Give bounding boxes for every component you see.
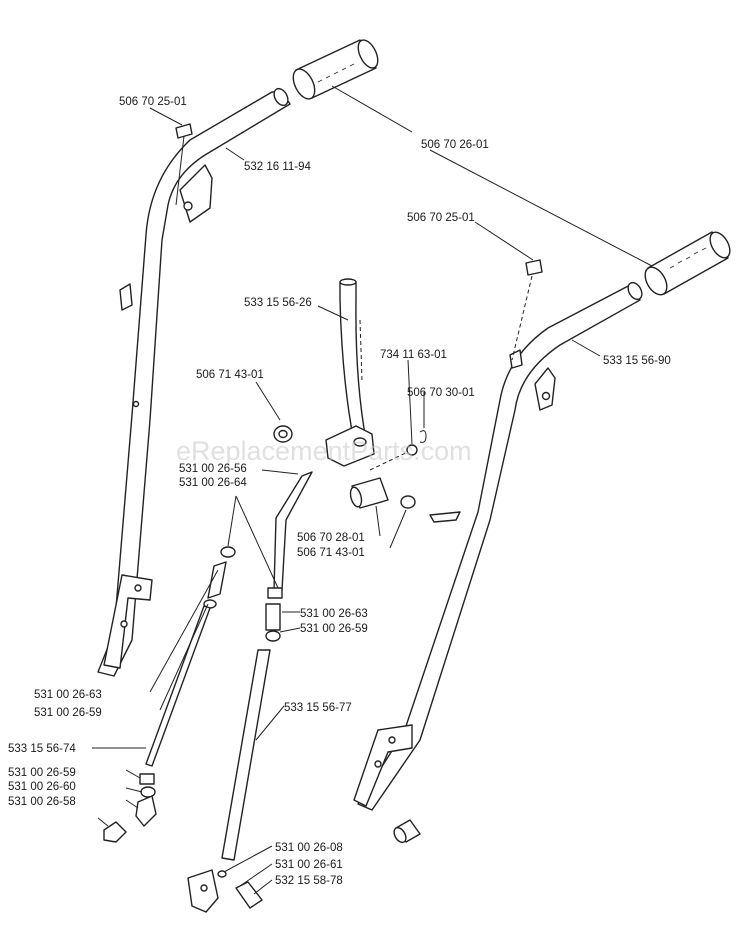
right-handle-tube — [353, 281, 643, 811]
part-label: 533 15 56-26 — [244, 297, 312, 309]
part-label: 533 15 56-77 — [284, 702, 352, 714]
part-label: 506 71 43-01 — [297, 547, 365, 559]
top-left-bolt — [175, 123, 193, 206]
right-hand-grip — [644, 231, 731, 296]
left-hand-grip — [292, 39, 379, 100]
part-label: 506 70 25-01 — [407, 212, 475, 224]
left-long-rod — [145, 605, 211, 767]
part-label: 531 00 26-63 — [34, 689, 102, 701]
part-label: 533 15 56-74 — [8, 743, 76, 755]
part-label: 506 70 28-01 — [297, 532, 365, 544]
leader-lines — [92, 85, 653, 895]
part-labels: 506 70 25-01 532 16 11-94 506 70 26-01 5… — [8, 96, 671, 887]
part-label: 532 16 11-94 — [244, 161, 312, 173]
part-label: 506 71 43-01 — [196, 369, 264, 381]
part-label: 531 00 26-64 — [179, 477, 247, 489]
watermark: eReplacementParts.com — [176, 436, 472, 466]
part-label: 531 00 26-56 — [179, 463, 247, 475]
center-coupler — [265, 603, 281, 642]
part-label: 531 00 26-60 — [8, 781, 76, 793]
part-label: 506 70 25-01 — [119, 96, 187, 108]
top-right-bolt — [511, 259, 543, 361]
part-label: 506 70 30-01 — [407, 387, 475, 399]
part-label: 531 00 26-59 — [8, 767, 76, 779]
part-label: 734 11 63-01 — [380, 349, 447, 361]
part-label: 531 00 26-59 — [300, 623, 368, 635]
part-label: 531 00 26-63 — [300, 608, 368, 620]
spring-clip — [406, 430, 427, 456]
lower-left-fittings — [103, 773, 157, 843]
pivot-pin — [349, 449, 416, 509]
lever-bracket — [325, 425, 375, 467]
part-label: 531 00 26-08 — [275, 842, 343, 854]
shift-washer — [273, 425, 293, 443]
bottom-bracket — [187, 869, 263, 913]
left-handle-tube — [97, 87, 291, 677]
part-label: 531 00 26-58 — [8, 796, 76, 808]
part-label: 531 00 26-61 — [275, 859, 343, 871]
bent-link-rod — [267, 471, 313, 599]
part-label: 506 70 26-01 — [421, 139, 489, 151]
upper-coupler-left — [203, 546, 236, 609]
part-label: 533 15 56-90 — [603, 355, 671, 367]
bottom-right-knob — [393, 819, 421, 844]
shift-lever — [339, 278, 367, 443]
part-label: 531 00 26-59 — [34, 707, 102, 719]
part-label: 532 15 58-78 — [275, 875, 343, 887]
center-long-rod — [221, 649, 271, 861]
